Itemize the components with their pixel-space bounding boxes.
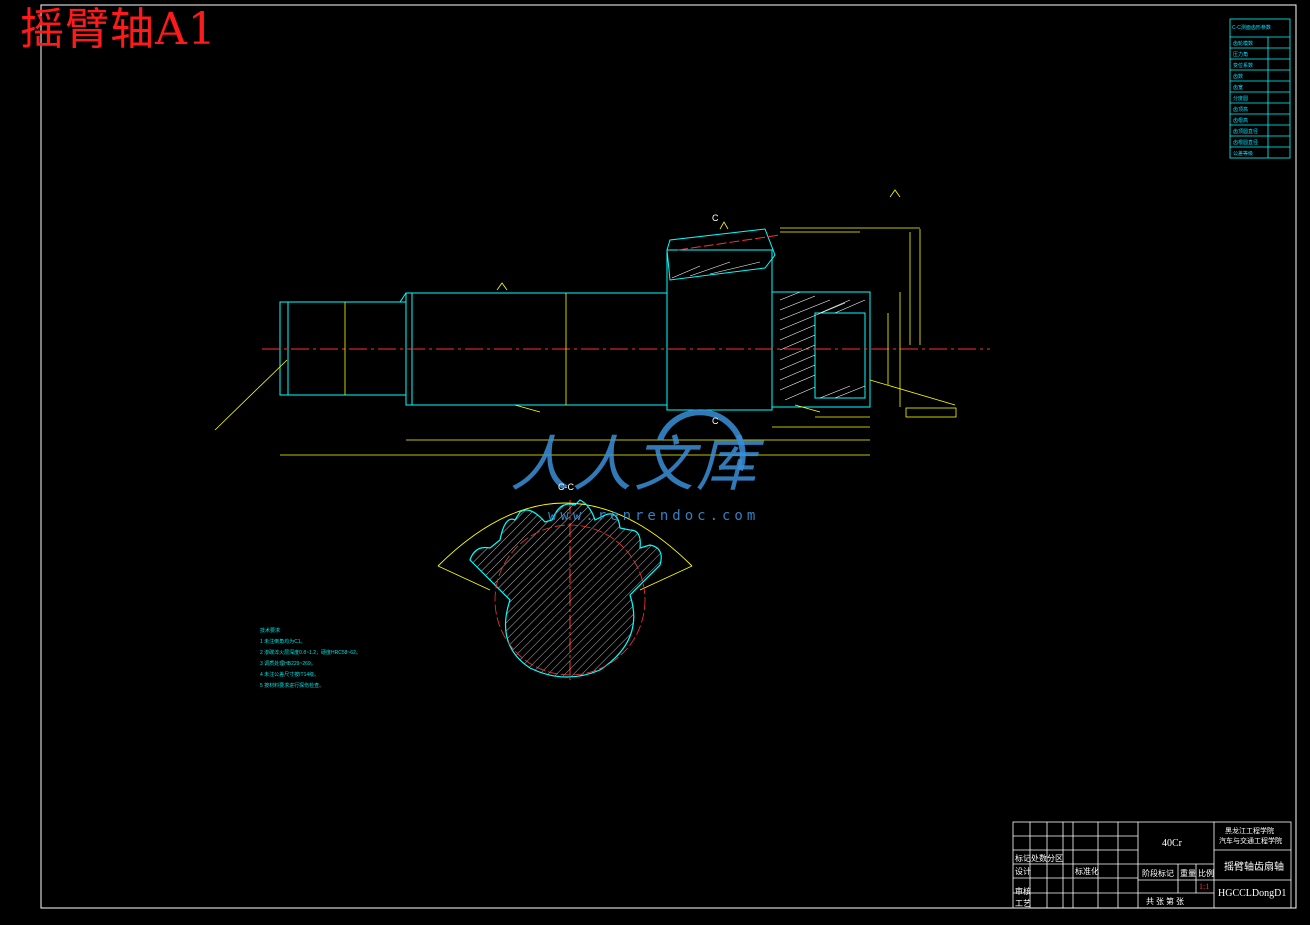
label-review: 审核 [1015,887,1031,896]
param-row-label: 齿顶高 [1233,107,1249,113]
note-item: 3 调质处理HB229~269。 [260,661,316,667]
section-label: C-C [558,482,574,492]
param-row-label: 齿根高 [1233,118,1249,124]
note-item: 4 未注公差尺寸按IT14级。 [260,672,320,678]
param-table-title: C-C测面齿形参数 [1232,25,1271,31]
param-row-label: 分度圆 [1233,96,1249,102]
cut-mark-top: C [712,213,719,223]
note-item: 5 按材料要求进行探伤检查。 [260,683,325,689]
dimensions [214,189,957,456]
note-item: 1 未注倒角均为C1。 [260,639,306,645]
label-row1: 标记处数分区 [1015,854,1063,863]
label-sheets: 共 张 第 张 [1146,897,1184,906]
shaft-view [279,228,871,411]
dept-name: 汽车与交通工程学院 [1219,837,1282,845]
end-hatch [671,261,866,401]
technical-notes: 技术要求 1 未注倒角均为C1。 2 渗碳淬火层深度0.8~1.2，硬度HRC58… [260,626,361,692]
param-row-label: 齿宽 [1233,85,1244,91]
label-design: 设计 [1015,867,1031,876]
section-cc [437,499,693,678]
watermark-logo-text: 人人文库 [510,430,758,500]
label-weight: 重量 [1180,869,1196,878]
material: 40Cr [1162,838,1182,849]
param-row-label: 公差等级 [1233,151,1254,157]
param-row-label: 齿轮模数 [1233,41,1254,47]
title-block [1012,821,1292,909]
param-row-label: 压力角 [1233,52,1249,58]
param-row-label: 变位系数 [1233,63,1254,69]
param-row-label: 齿数 [1233,74,1244,80]
param-table [1229,18,1291,159]
scale-value: 1:1 [1199,882,1210,891]
label-process: 工艺 [1015,899,1031,908]
watermark-url[interactable]: www.renrendoc.com [548,508,760,524]
drawing-number: HGCCLDongD1 [1218,888,1287,899]
logo-ring [657,409,746,472]
notes-list: 1 未注倒角均为C1。 2 渗碳淬火层深度0.8~1.2，硬度HRC58~62。 3… [260,637,361,692]
param-row-label: 齿顶圆直径 [1233,129,1259,135]
note-item: 2 渗碳淬火层深度0.8~1.2，硬度HRC58~62。 [260,650,361,656]
cut-mark-bottom: C [712,416,719,426]
label-stage: 阶段标记 [1142,869,1174,878]
part-name: 摇臂轴齿扇轴 [1224,862,1284,873]
school-name: 黑龙江工程学院 [1225,827,1274,835]
param-row-label: 齿根圆直径 [1233,140,1259,146]
label-standard: 标准化 [1075,867,1099,876]
notes-title: 技术要求 [260,628,281,634]
drawing-title: 摇臂轴A1 [20,4,217,55]
sheet-frame [40,4,1297,909]
label-scale: 比例 [1198,869,1214,878]
